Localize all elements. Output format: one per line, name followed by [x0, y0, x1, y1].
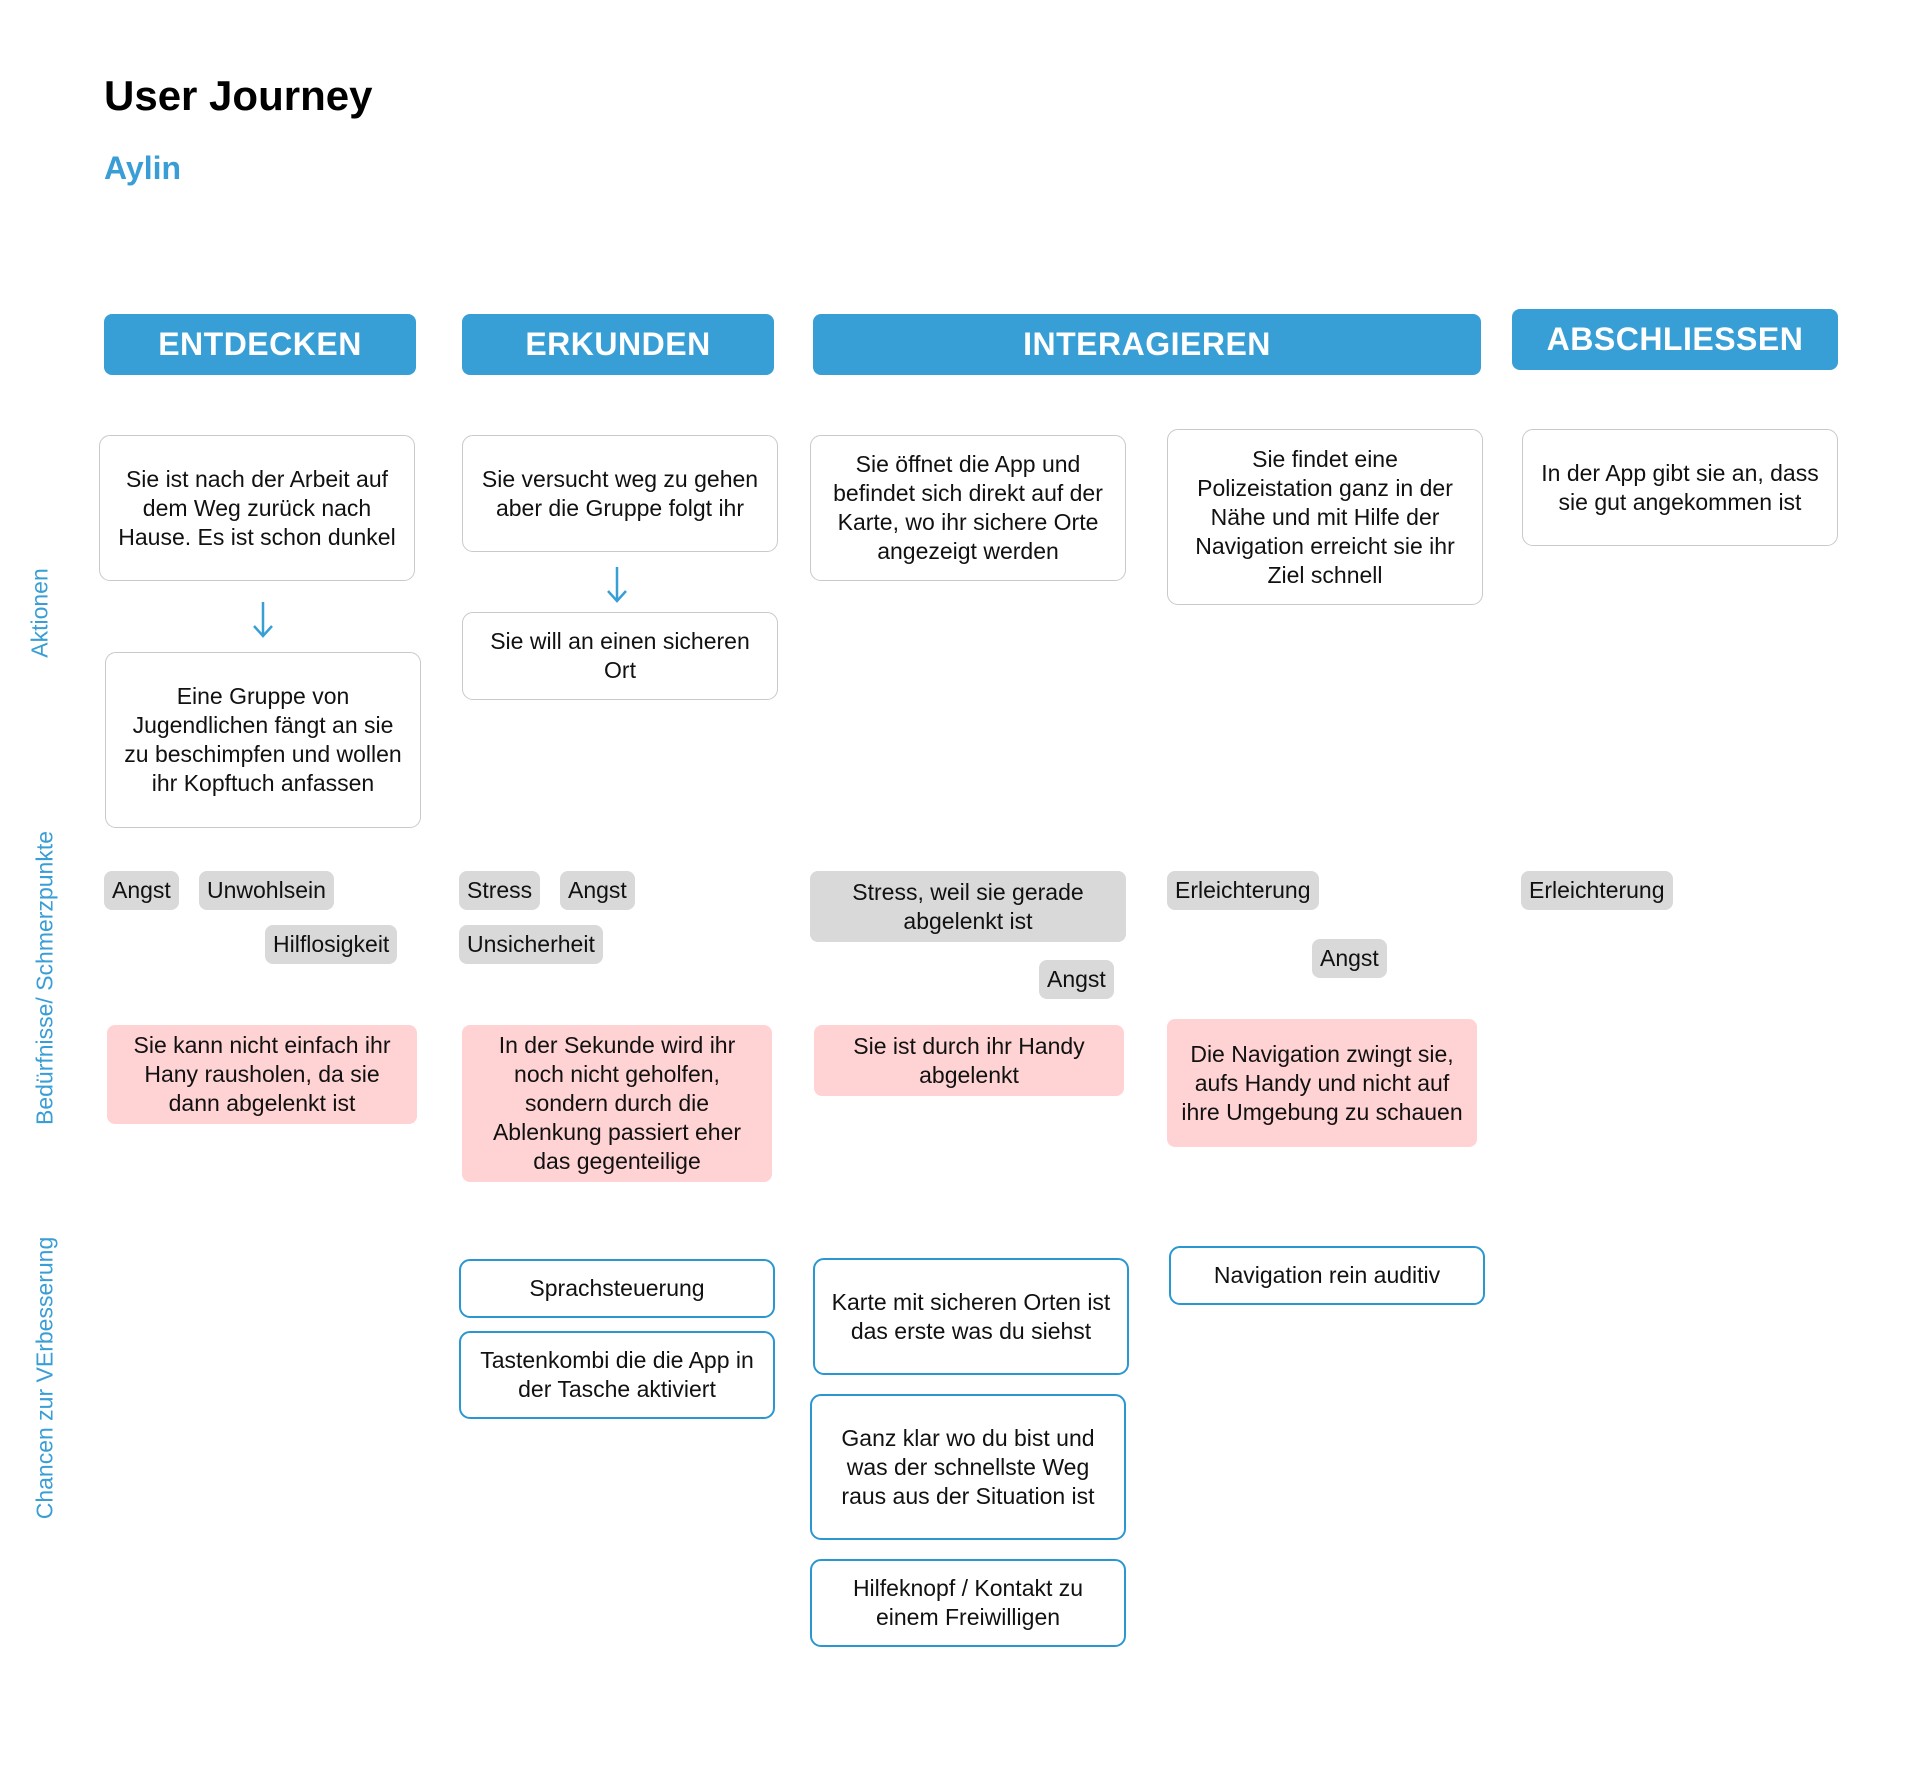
pain-point-text: Die Navigation zwingt sie, aufs Handy un…	[1181, 1040, 1463, 1125]
page-title: User Journey	[104, 72, 373, 119]
chance-card: Ganz klar wo du bist und was der schnell…	[810, 1394, 1126, 1540]
chance-card: Karte mit sicheren Orten ist das erste w…	[813, 1258, 1129, 1375]
action-card: Eine Gruppe von Jugendlichen fängt an si…	[105, 652, 421, 828]
action-text: Sie ist nach der Arbeit auf dem Weg zurü…	[118, 465, 396, 550]
action-text: Sie will an einen sicheren Ort	[490, 628, 750, 683]
chance-text: Karte mit sicheren Orten ist das erste w…	[831, 1288, 1111, 1344]
row-label-needs: Bedürfnisse/ Schmerzpunkte	[31, 830, 58, 1126]
pain-point-card: Sie kann nicht einfach ihr Hany raushole…	[107, 1025, 417, 1124]
emotion-tag: Erleichterung	[1521, 871, 1673, 910]
emotion-tag: Stress, weil sie gerade abgelenkt ist	[810, 871, 1126, 942]
arrow-down-icon	[253, 602, 273, 638]
emotion-tag: Erleichterung	[1167, 871, 1319, 910]
emotion-tag: Angst	[1312, 939, 1387, 978]
chance-text: Sprachsteuerung	[529, 1275, 705, 1301]
phase-header-entdecken: ENTDECKEN	[104, 314, 416, 375]
emotion-tag: Angst	[104, 871, 179, 910]
pain-point-text: Sie ist durch ihr Handy abgelenkt	[853, 1032, 1085, 1088]
action-card: Sie versucht weg zu gehen aber die Grupp…	[462, 435, 778, 552]
emotion-tag: Angst	[1039, 960, 1114, 999]
phase-header-abschliessen: ABSCHLIESSEN	[1512, 309, 1838, 370]
emotion-tag: Hilflosigkeit	[265, 925, 398, 964]
action-card: In der App gibt sie an, dass sie gut ang…	[1522, 429, 1838, 546]
chance-card: Navigation rein auditiv	[1169, 1246, 1485, 1305]
chance-card: Tastenkombi die die App in der Tasche ak…	[459, 1331, 775, 1419]
arrow-down-icon	[607, 567, 627, 603]
chance-card: Sprachsteuerung	[459, 1259, 775, 1318]
row-label-chances: Chancen zur VErbesserung	[31, 1236, 58, 1520]
emotion-tag-text: Stress, weil sie gerade abgelenkt ist	[852, 878, 1084, 934]
chance-text: Ganz klar wo du bist und was der schnell…	[841, 1424, 1095, 1509]
action-card: Sie will an einen sicheren Ort	[462, 612, 778, 700]
phase-header-interagieren: INTERAGIEREN	[813, 314, 1481, 375]
emotion-tag: Unsicherheit	[459, 925, 603, 964]
chance-text: Navigation rein auditiv	[1213, 1262, 1441, 1288]
action-text: In der App gibt sie an, dass sie gut ang…	[1541, 459, 1819, 515]
row-label-actions: Aktionen	[26, 568, 53, 658]
pain-point-text: Sie kann nicht einfach ihr Hany raushole…	[133, 1032, 391, 1116]
action-text: Sie versucht weg zu gehen aber die Grupp…	[481, 465, 759, 521]
pain-point-card: In der Sekunde wird ihr noch nicht gehol…	[462, 1025, 772, 1182]
action-text: Eine Gruppe von Jugendlichen fängt an si…	[124, 683, 402, 796]
chance-text: Hilfeknopf / Kontakt zu einem Freiwillig…	[852, 1575, 1084, 1630]
emotion-tag: Unwohlsein	[199, 871, 334, 910]
emotion-tag: Stress	[459, 871, 541, 910]
action-card: Sie ist nach der Arbeit auf dem Weg zurü…	[99, 435, 415, 581]
emotion-tag: Angst	[560, 871, 635, 910]
action-text: Sie öffnet die App und befindet sich dir…	[833, 451, 1103, 564]
phase-header-erkunden: ERKUNDEN	[462, 314, 774, 375]
action-card: Sie findet eine Polizeistation ganz in d…	[1167, 429, 1483, 605]
chance-card: Hilfeknopf / Kontakt zu einem Freiwillig…	[810, 1559, 1126, 1647]
pain-point-text: In der Sekunde wird ihr noch nicht gehol…	[492, 1032, 742, 1174]
action-card: Sie öffnet die App und befindet sich dir…	[810, 435, 1126, 581]
pain-point-card: Die Navigation zwingt sie, aufs Handy un…	[1167, 1019, 1477, 1147]
persona-name: Aylin	[104, 150, 182, 186]
action-text: Sie findet eine Polizeistation ganz in d…	[1195, 445, 1455, 588]
chance-text: Tastenkombi die die App in der Tasche ak…	[480, 1347, 754, 1402]
pain-point-card: Sie ist durch ihr Handy abgelenkt	[814, 1025, 1124, 1096]
